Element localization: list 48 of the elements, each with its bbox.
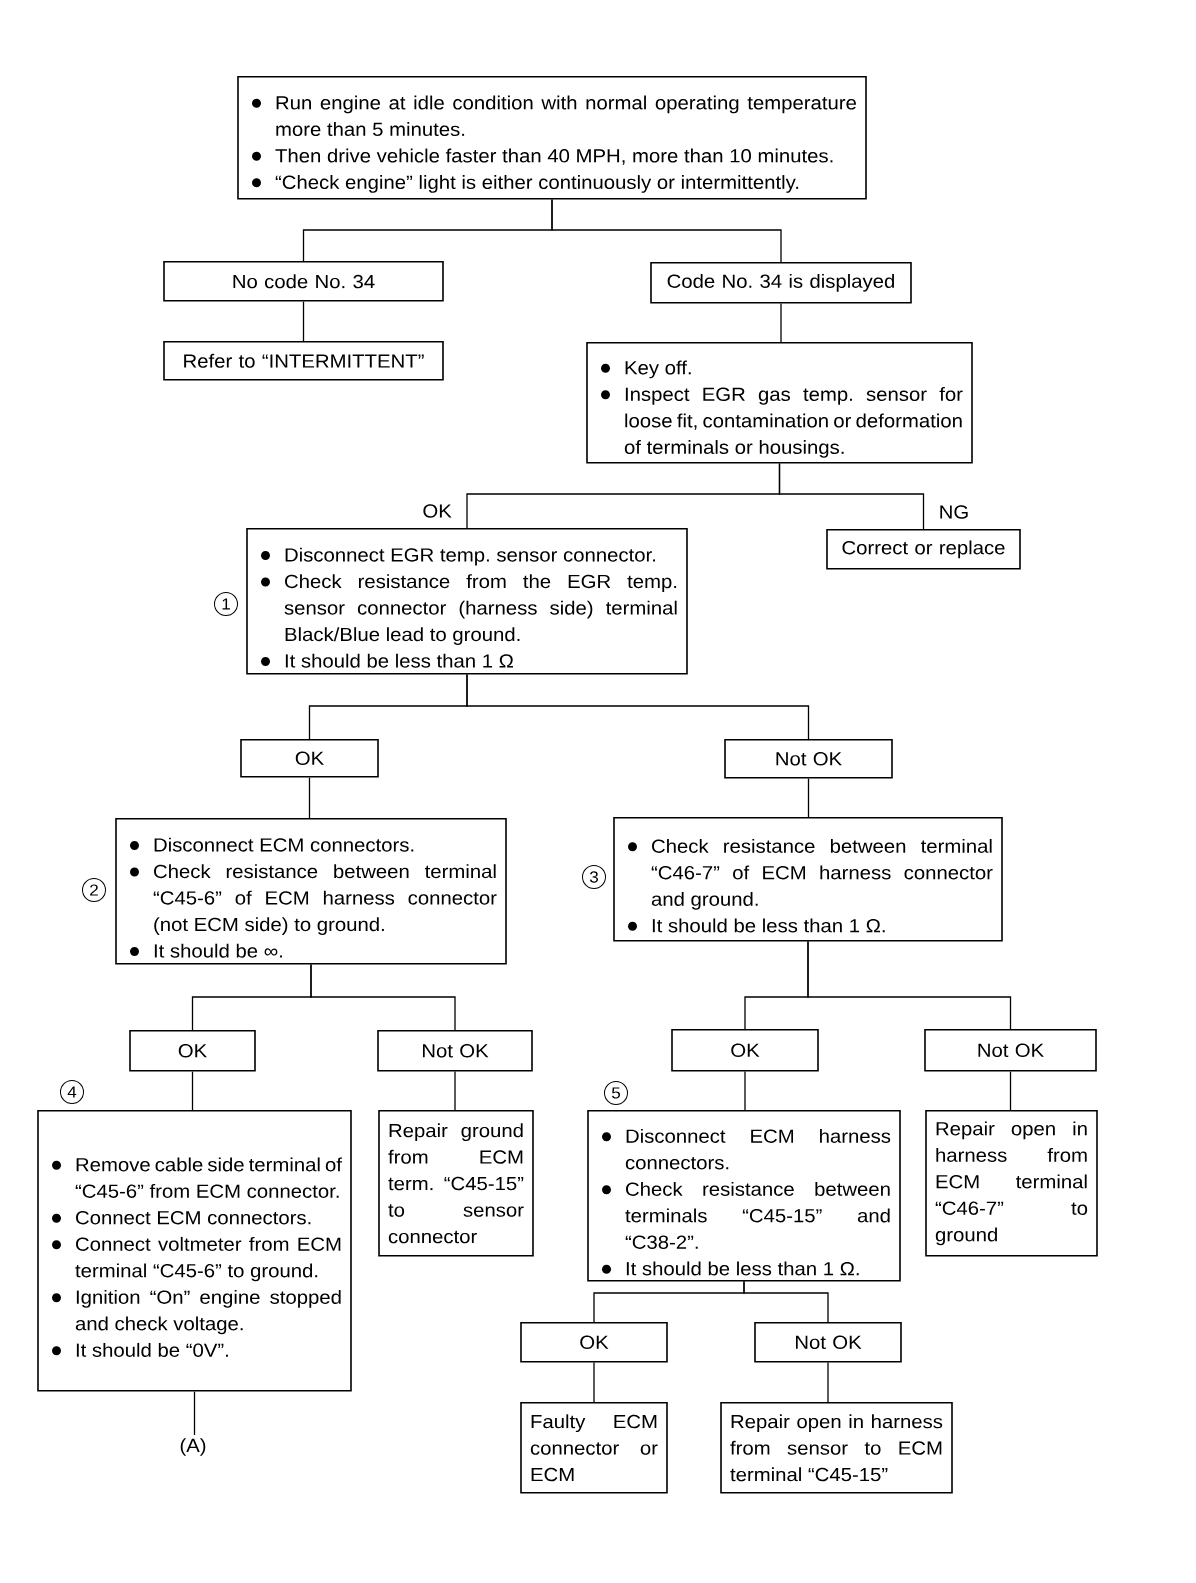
result-box: Not OK [377, 1030, 533, 1072]
callout-number: 3 [582, 865, 606, 889]
instruction-box: Disconnect ECM connectors. Check resistance between terminal “C45-6” of ECM harness connector (not ECM side) to ground. It should be ∞. [115, 818, 507, 965]
connector-line [302, 300, 305, 342]
connector-line [551, 198, 782, 263]
instruction-box: Remove cable side terminal of “C45-6” from ECM connector. Connect ECM connectors. Connect voltmeter from ECM terminal “C45-6” to ground. Ignition “On” engine stopped and check voltage. It should be “0V”. [37, 1110, 352, 1392]
instruction-box: Key off. Inspect EGR gas temp. sensor for loose fit, contamination or deformation of terminals or housings. [586, 342, 973, 464]
result-box: Code No. 34 is displayed [650, 262, 912, 304]
connector-line [310, 963, 456, 1031]
edge-label: OK [421, 503, 453, 519]
connector-line [454, 1070, 456, 1111]
instruction-box: Run engine at idle condition with normal operating temperature more than 5 minutes. Then drive vehicle faster than 40 MPH, more than 10 minutes. “Check engine” light is either continuously or intermittently. [237, 76, 867, 200]
action-box: Repair open in harness from ECM terminal “C46-7” to ground [925, 1110, 1098, 1257]
connector-line [807, 940, 1012, 1030]
instruction-box: Disconnect ECM harness connectors. Check resistance between terminals “C45-15” and “C38-2”. It should be less than 1 Ω. [587, 1110, 901, 1282]
connector-line [780, 302, 782, 343]
result-box: Not OK [754, 1322, 902, 1363]
edge-label: NG [937, 504, 971, 520]
result-box: No code No. 34 [163, 261, 444, 302]
connector-line [807, 777, 810, 818]
connector-line [778, 462, 925, 530]
result-box: Not OK [924, 1029, 1097, 1072]
action-box: Correct or replace [826, 529, 1021, 570]
result-box: OK [240, 739, 379, 778]
connector-line [743, 1280, 829, 1323]
callout-number: 2 [82, 878, 106, 902]
connector-line [744, 1070, 746, 1111]
connector-line [308, 776, 311, 819]
result-box: OK [671, 1029, 819, 1072]
connector-line [466, 673, 810, 740]
connector-line [193, 1390, 196, 1436]
result-box: OK [129, 1030, 256, 1072]
action-box: Refer to “INTERMITTENT” [163, 341, 444, 381]
action-box: Repair open in harness from sensor to ECM terminal “C45-15” [720, 1402, 953, 1494]
instruction-box: Check resistance between terminal “C46-7” of ECM harness connector and ground. It should be less than 1 Ω. [613, 817, 1003, 942]
action-box: Faulty ECM connector or ECM [520, 1402, 668, 1494]
result-box: Not OK [724, 739, 893, 779]
connector-line [191, 1070, 194, 1111]
callout-number: 4 [60, 1080, 84, 1104]
action-box: Repair ground from ECM term. “C45-15” to sensor connector [378, 1110, 534, 1257]
instruction-box: Disconnect EGR temp. sensor connector. Check resistance from the EGR temp. sensor connector (harness side) terminal Black/Blue lead to ground. It should be less than 1 Ω [246, 528, 688, 675]
result-box: OK [520, 1322, 668, 1363]
callout-number: 5 [604, 1081, 628, 1105]
connector-line [827, 1361, 829, 1403]
callout-number: 1 [214, 592, 238, 616]
connector-line [1009, 1070, 1012, 1111]
reference-label: (A) [180, 1438, 206, 1456]
connector-line [593, 1361, 595, 1403]
